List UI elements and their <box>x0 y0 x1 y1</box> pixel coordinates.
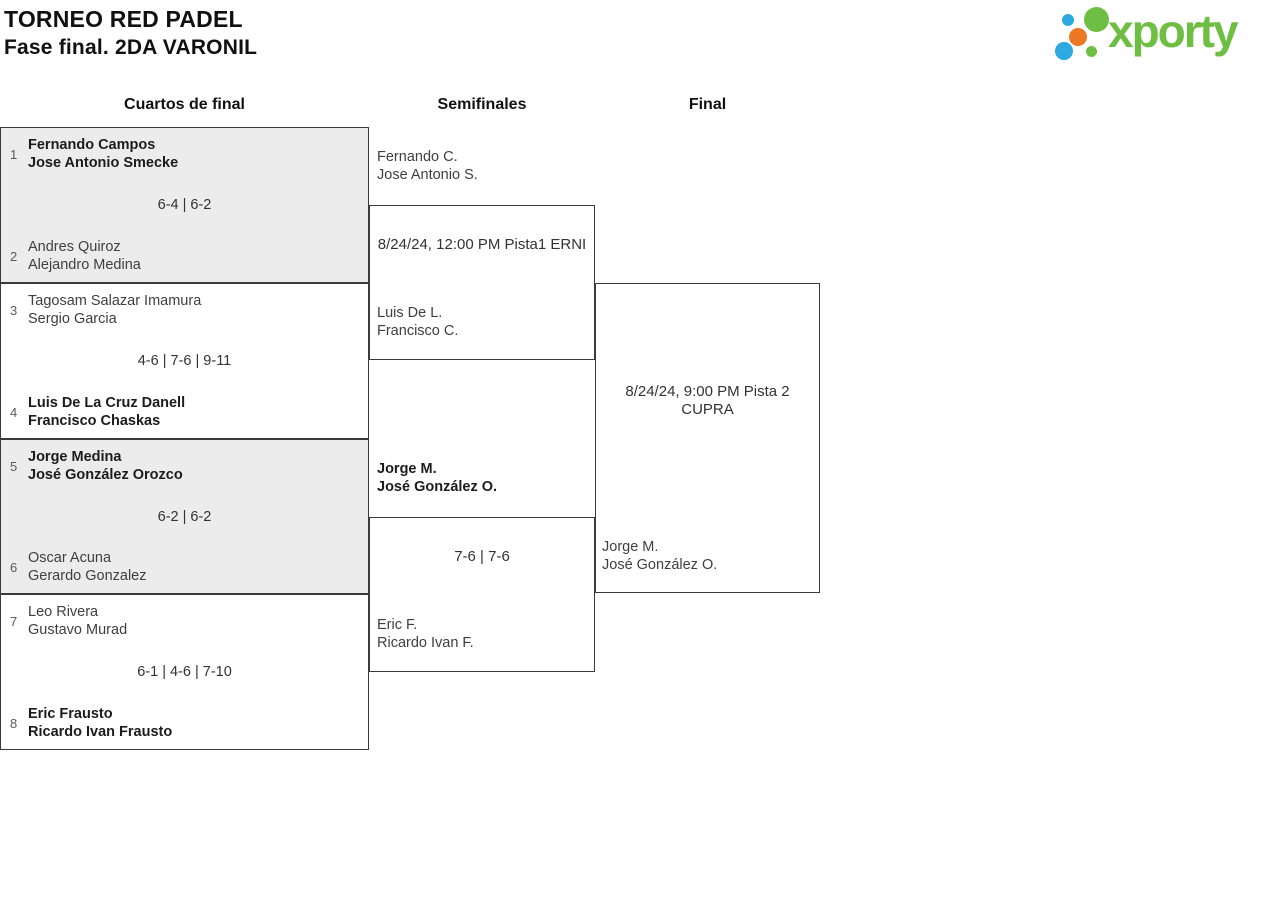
sf2-entrant-top-winner: Jorge M. José González O. <box>377 461 498 495</box>
score-text: 6-2 | 6-2 <box>157 508 212 525</box>
final-schedule-line1: 8/24/24, 9:00 PM Pista 2 <box>625 383 790 400</box>
team-row: 8 Eric Frausto Ricardo Ivan Frausto <box>1 705 368 741</box>
logo-dot-green-large-icon <box>1084 7 1109 32</box>
seed-number: 6 <box>10 559 18 575</box>
logo-dot-blue-large-icon <box>1055 42 1073 60</box>
team-row: 1 Fernando Campos Jose Antonio Smecke <box>1 136 368 172</box>
round-header-final: Final <box>688 96 727 113</box>
match-box-qf-3[interactable]: 5 Jorge Medina José González Orozco 6-2 … <box>0 439 369 594</box>
tournament-phase: Fase final. 2DA VARONIL <box>4 36 258 59</box>
match-box-qf-2[interactable]: 3 Tagosam Salazar Imamura Sergio Garcia … <box>0 283 369 439</box>
team-row: 7 Leo Rivera Gustavo Murad <box>1 603 368 639</box>
team-name-winner: Eric Frausto Ricardo Ivan Frausto <box>28 706 173 740</box>
seed-number: 8 <box>10 715 18 731</box>
match-box-sf-1[interactable] <box>369 205 595 360</box>
score-text: 6-1 | 4-6 | 7-10 <box>137 664 232 680</box>
logo-wordmark: xporty <box>1108 5 1239 57</box>
round-header-cuartos: Cuartos de final <box>124 96 245 113</box>
seed-number: 2 <box>10 248 18 264</box>
seed-number: 5 <box>10 458 18 474</box>
match-box-sf-2[interactable] <box>369 517 595 672</box>
team-name-winner: Fernando Campos Jose Antonio Smecke <box>28 137 179 171</box>
final-entrant-bottom: Jorge M. José González O. <box>602 539 718 573</box>
sf2-entrant-bottom: Eric F. Ricardo Ivan F. <box>377 617 474 651</box>
team-row: 2 Andres Quiroz Alejandro Medina <box>1 238 368 274</box>
team-row: 6 Oscar Acuna Gerardo Gonzalez <box>1 549 368 585</box>
seed-number: 1 <box>10 146 18 162</box>
xporty-logo[interactable]: xporty <box>1048 0 1278 70</box>
sf1-entrant-top: Fernando C. Jose Antonio S. <box>377 149 478 183</box>
sf2-score-text: 7-6 | 7-6 <box>454 548 510 565</box>
logo-dot-green-small-icon <box>1086 46 1097 57</box>
round-header-semifinales: Semifinales <box>437 96 527 113</box>
tournament-name: TORNEO RED PADEL <box>4 6 243 32</box>
logo-dot-orange-icon <box>1069 28 1087 46</box>
team-name: Tagosam Salazar Imamura Sergio Garcia <box>28 293 202 327</box>
seed-number: 4 <box>10 404 18 420</box>
score-text: 6-4 | 6-2 <box>157 197 212 213</box>
team-row: 3 Tagosam Salazar Imamura Sergio Garcia <box>1 292 368 328</box>
score-text: 4-6 | 7-6 | 9-11 <box>137 353 232 369</box>
sf1-schedule-text: 8/24/24, 12:00 PM Pista1 ERNI <box>377 236 587 253</box>
team-name: Oscar Acuna Gerardo Gonzalez <box>28 550 147 584</box>
sf1-entrant-bottom: Luis De L. Francisco C. <box>377 305 459 339</box>
final-schedule-line2: CUPRA <box>681 401 734 418</box>
match-box-qf-1[interactable]: 1 Fernando Campos Jose Antonio Smecke 6-… <box>0 127 369 283</box>
team-row: 5 Jorge Medina José González Orozco <box>1 448 368 484</box>
team-name-winner: Luis De La Cruz Danell Francisco Chaskas <box>28 395 186 429</box>
match-box-qf-4[interactable]: 7 Leo Rivera Gustavo Murad 6-1 | 4-6 | 7… <box>0 594 369 750</box>
seed-number: 7 <box>10 613 18 629</box>
logo-dot-blue-small-icon <box>1062 14 1074 26</box>
seed-number: 3 <box>10 302 18 318</box>
match-box-final[interactable] <box>595 283 820 593</box>
tournament-title: TORNEO RED PADEL Fase final. 2DA VARONIL <box>4 4 257 62</box>
team-row: 4 Luis De La Cruz Danell Francisco Chask… <box>1 394 368 430</box>
team-name: Andres Quiroz Alejandro Medina <box>28 239 141 273</box>
team-name: Leo Rivera Gustavo Murad <box>28 604 128 638</box>
final-schedule-text: 8/24/24, 9:00 PM Pista 2 CUPRA <box>595 383 820 419</box>
team-name-winner: Jorge Medina José González Orozco <box>28 449 183 483</box>
